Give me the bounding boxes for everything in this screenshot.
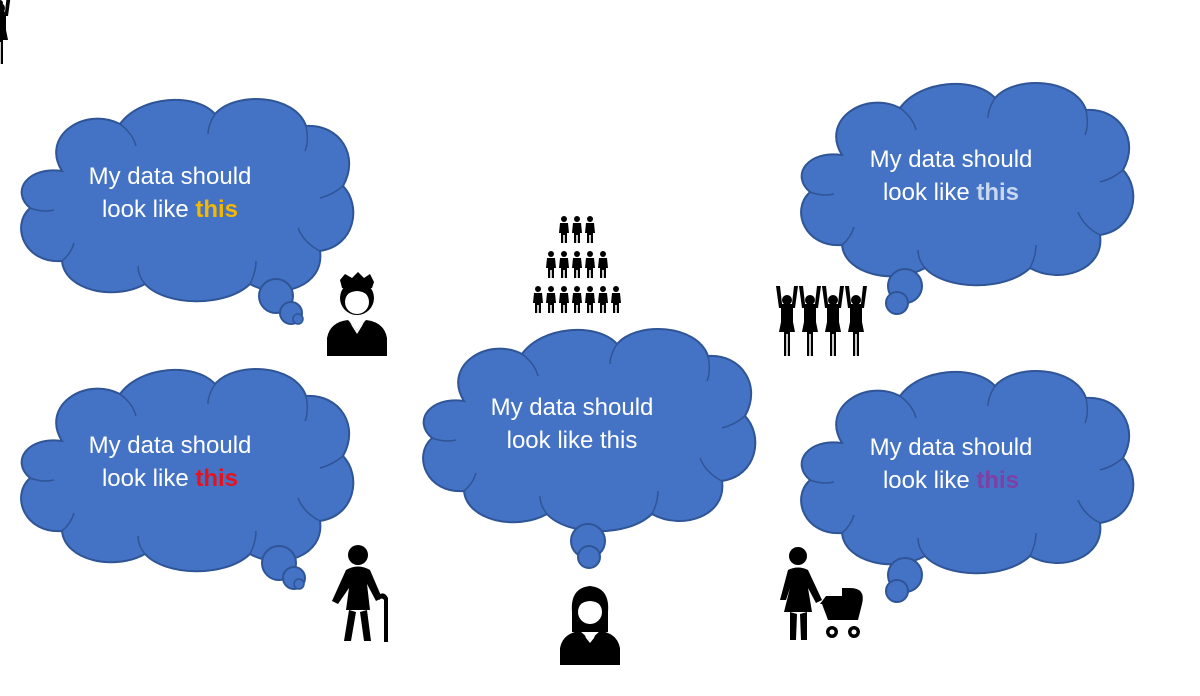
thought-cloud-top-left: [20, 97, 355, 325]
cloud-line1: My data should: [490, 394, 654, 421]
cloud-highlight-word: this: [600, 427, 638, 454]
thought-cloud-center: [422, 327, 757, 569]
woman-icon: [560, 586, 620, 665]
cloud-highlight-word: this: [195, 465, 239, 492]
thought-cloud-bottom-right: [800, 369, 1135, 603]
cloud-line1: My data should: [869, 146, 1033, 173]
cloud-line1: My data should: [88, 432, 252, 459]
cloud-text-center: My data should look like this: [472, 391, 672, 457]
cheering-group-icon: [0, 0, 867, 356]
thought-cloud-top-right: [800, 81, 1135, 315]
cloud-line2: look like: [101, 465, 196, 492]
cloud-text-bottom-right: My data should look like this: [851, 431, 1051, 497]
elderly-woman-icon: [332, 545, 388, 642]
thought-cloud-bottom-left: [20, 367, 355, 590]
mother-with-stroller-icon: [780, 547, 863, 640]
cloud-line1: My data should: [869, 434, 1033, 461]
cloud-highlight-word: this: [195, 196, 239, 223]
cloud-line2: look like: [882, 467, 977, 494]
cloud-text-top-left: My data should look like this: [70, 160, 270, 226]
cloud-highlight-word: this: [976, 179, 1020, 206]
cloud-line2: look like: [882, 179, 977, 206]
cloud-line1: My data should: [88, 163, 252, 190]
young-man-icon: [327, 272, 387, 356]
cloud-text-top-right: My data should look like this: [851, 143, 1051, 209]
cloud-line2: look like: [101, 196, 196, 223]
cloud-text-bottom-left: My data should look like this: [70, 429, 270, 495]
cloud-highlight-word: this: [976, 467, 1020, 494]
cloud-line2: look like: [506, 427, 600, 454]
